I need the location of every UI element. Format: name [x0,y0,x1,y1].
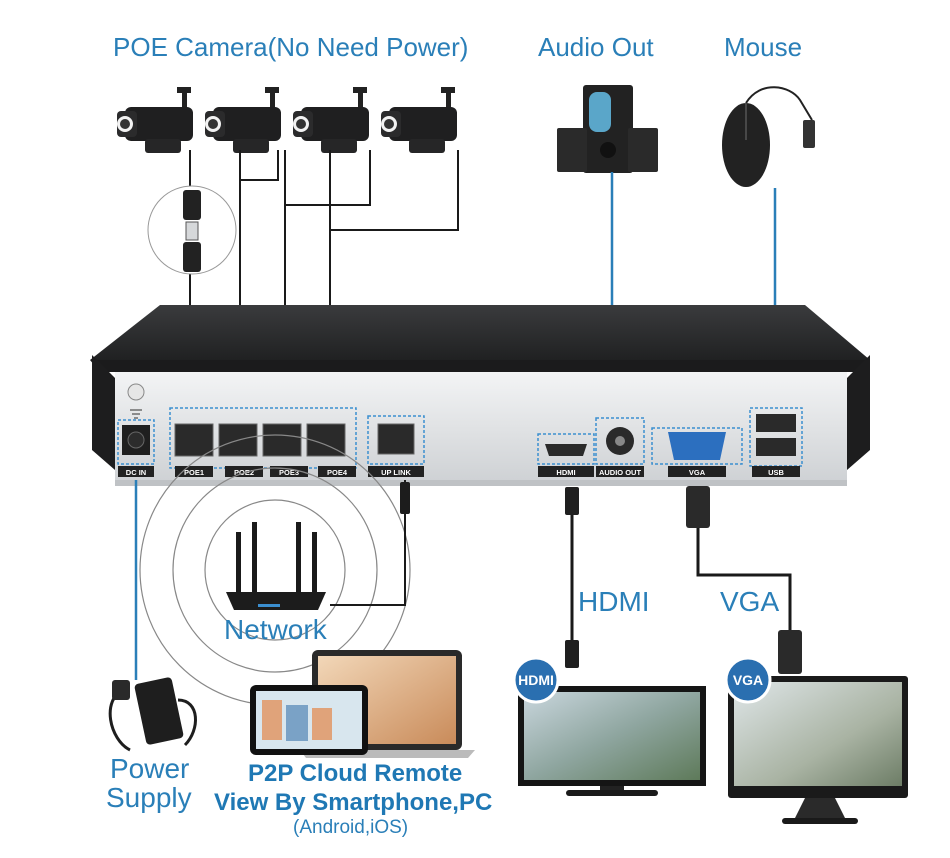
power-label-line1: Power [110,753,190,784]
nvr-ports: DC IN POE1 POE2 POE3 POE4 UP LINK HDMI [117,383,803,477]
p2p-label-line1: P2P Cloud Remote [248,760,463,787]
hdmi-monitor-badge: HDMI [518,672,554,688]
uplink-plug-icon [400,482,410,514]
vga-cable [686,486,802,674]
p2p-label-line2: View By Smartphone,PC [214,789,493,816]
port-label-poe4: POE4 [327,468,348,477]
p2p-label-line3: (Android,iOS) [293,817,409,838]
vga-monitor: VGA [724,656,908,824]
poe-camera-label: POE Camera(No Need Power) [113,32,469,62]
bullet-camera-2-icon [205,87,281,153]
bullet-camera-3-icon [293,87,369,153]
network-label: Network [224,614,327,645]
hdmi-monitor: HDMI [512,656,706,796]
rj45-connector-zoom-icon [147,185,237,275]
port-label-audio-out: AUDIO OUT [599,468,642,477]
port-label-uplink: UP LINK [381,468,411,477]
port-label-hdmi: HDMI [556,468,575,477]
hdmi-cable [565,487,579,668]
hdmi-label: HDMI [578,586,650,617]
port-label-poe3: POE3 [279,468,299,477]
port-label-usb: USB [768,468,784,477]
router-icon [226,522,326,610]
vga-label: VGA [720,586,780,617]
vga-monitor-badge: VGA [733,672,763,688]
poe-camera-group [117,87,457,153]
bullet-camera-4-icon [381,87,457,153]
power-label-line2: Supply [106,782,192,813]
port-label-vga: VGA [689,468,706,477]
port-label-dc-in: DC IN [126,468,146,477]
mouse-label: Mouse [724,32,803,62]
nvr-recorder [90,305,870,486]
bullet-camera-1-icon [117,87,193,153]
power-adapter-icon [108,677,197,752]
port-label-poe1: POE1 [184,468,204,477]
mouse-icon [722,86,815,187]
laptop-tablet-icon [250,650,475,758]
uplink-cable [330,480,406,606]
audio-out-label: Audio Out [538,32,654,62]
speaker-set-icon [557,85,658,173]
